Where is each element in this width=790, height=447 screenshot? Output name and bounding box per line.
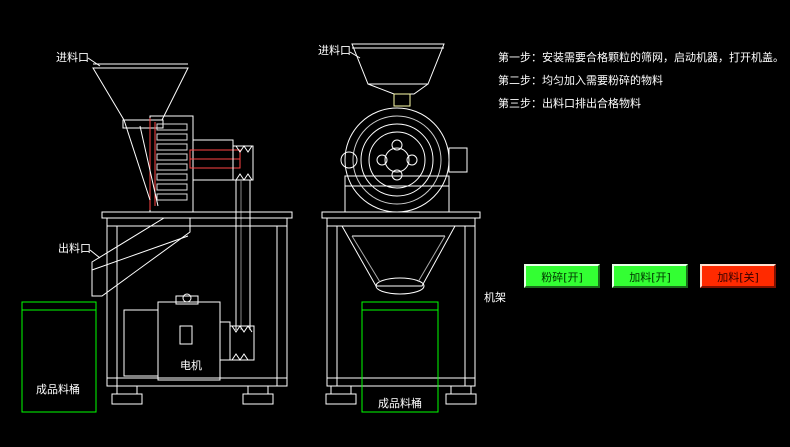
right-discharge-cone xyxy=(341,225,456,287)
right-frame xyxy=(326,225,476,387)
step-1: 第一步：安装需要合格颗粒的筛网，启动机器，打开机盖。 xyxy=(498,51,784,64)
product-bin-label-left: 成品料桶 xyxy=(36,383,80,396)
feed-on-button[interactable]: 加料[开] xyxy=(612,264,688,288)
right-hopper xyxy=(351,43,445,85)
product-bin-label-right: 成品料桶 xyxy=(378,397,422,410)
frame-label: 机架 xyxy=(484,291,506,304)
lower-pulley xyxy=(229,325,255,361)
inlet-label-right: 进料口 xyxy=(318,44,351,57)
instruction-steps: 第一步：安装需要合格颗粒的筛网，启动机器，打开机盖。 第二步：均匀加入需要粉碎的… xyxy=(498,46,784,115)
right-machine xyxy=(321,43,481,405)
left-hopper xyxy=(92,67,189,121)
step-2: 第二步：均匀加入需要粉碎的物料 xyxy=(498,74,663,87)
crush-on-button[interactable]: 粉碎[开] xyxy=(524,264,600,288)
motor-label: 电机 xyxy=(180,359,202,372)
left-outlet-chute xyxy=(91,217,191,297)
outlet-label-left: 出料口 xyxy=(58,242,91,255)
left-product-bin xyxy=(21,301,97,413)
left-frame xyxy=(106,225,288,387)
motor-drawing xyxy=(123,293,231,381)
inlet-label-left: 进料口 xyxy=(56,51,89,64)
feed-off-button[interactable]: 加料[关] xyxy=(700,264,776,288)
left-machine xyxy=(91,63,293,405)
step-3: 第三步：出料口排出合格物料 xyxy=(498,97,641,110)
upper-pulley xyxy=(232,145,254,181)
right-product-bin xyxy=(361,301,439,413)
